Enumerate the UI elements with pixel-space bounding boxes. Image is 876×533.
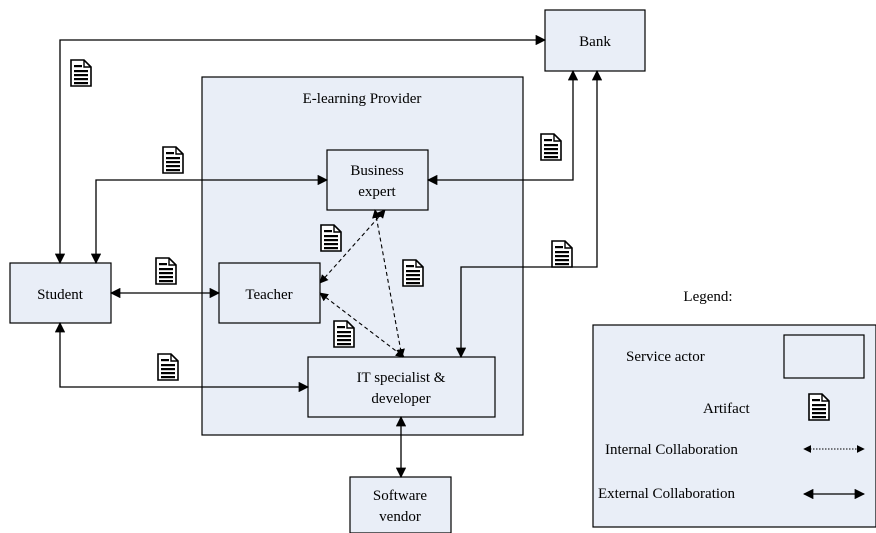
artifact-icon: [162, 146, 184, 174]
artifact-icon: [157, 353, 179, 381]
legend-artifact-icon: [808, 393, 830, 421]
provider-title: E-learning Provider: [303, 91, 422, 107]
teacher-business-connector: [319, 209, 386, 284]
business-expert-label-1: Business: [350, 163, 404, 179]
legend-external-label: External Collaboration: [598, 486, 736, 502]
it-specialist-label-2: developer: [371, 391, 430, 407]
artifact-icon: [333, 320, 355, 348]
student-bank-connector: [54, 34, 547, 265]
legend-artifact-label: Artifact: [703, 401, 750, 417]
student-it-connector: [54, 321, 310, 393]
business-it-connector: [372, 209, 405, 358]
teacher-node: Teacher: [218, 262, 321, 324]
software-vendor-node: Software vendor: [349, 476, 452, 533]
artifact-icon: [320, 224, 342, 252]
business-expert-label-2: expert: [358, 184, 396, 200]
bank-node: Bank: [544, 9, 646, 72]
it-specialist-label-1: IT specialist &: [357, 370, 446, 386]
legend-internal-label: Internal Collaboration: [605, 442, 738, 458]
artifact-icon: [540, 133, 562, 161]
bank-it-connector: [455, 69, 603, 359]
student-node: Student: [9, 262, 112, 324]
business-expert-node: Business expert: [326, 149, 429, 211]
legend-box: Service actor Artifact Internal Collabor…: [592, 324, 876, 528]
legend-service-actor-label: Service actor: [626, 349, 705, 365]
software-vendor-label-2: vendor: [379, 509, 421, 525]
legend-title: Legend:: [683, 289, 732, 305]
teacher-it-connector: [319, 292, 405, 358]
student-business-connector: [90, 174, 329, 265]
software-vendor-label-1: Software: [373, 488, 427, 504]
artifact-icon: [402, 259, 424, 287]
artifact-icon: [155, 257, 177, 285]
it-specialist-node: IT specialist & developer: [307, 356, 496, 418]
student-label: Student: [37, 287, 84, 303]
legend-service-actor-swatch: [783, 334, 865, 379]
artifact-icon: [70, 59, 92, 87]
teacher-label: Teacher: [245, 287, 292, 303]
artifact-icon: [551, 240, 573, 268]
bank-label: Bank: [579, 34, 611, 50]
